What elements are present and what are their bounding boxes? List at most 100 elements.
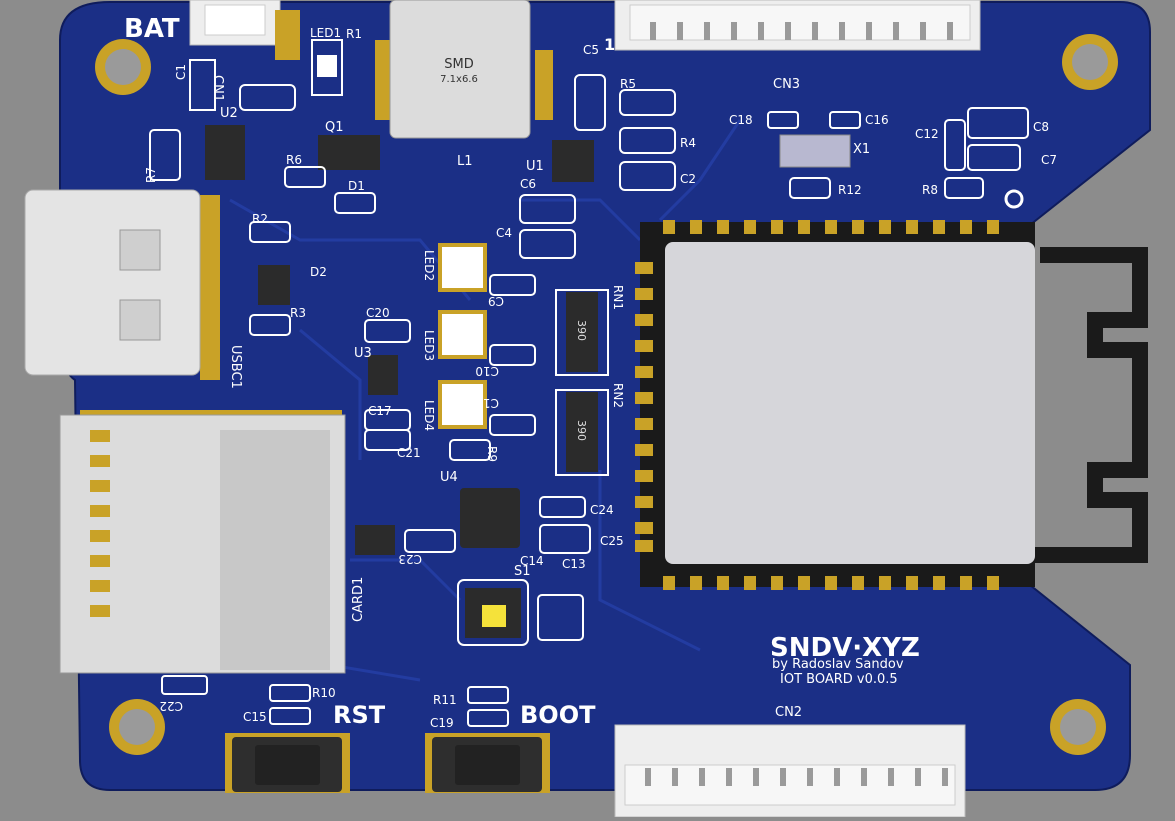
rst-label: RST [333, 701, 386, 729]
c6-label: C6 [520, 177, 536, 191]
c8-label: C8 [1033, 120, 1049, 134]
c16-label: C16 [865, 113, 889, 127]
r6-label: R6 [286, 153, 302, 167]
cn3-label: CN3 [773, 77, 800, 92]
connector-cn3 [614, 0, 981, 51]
chip-u2 [205, 125, 245, 180]
chip-u4 [460, 488, 520, 548]
led-led4 [438, 380, 487, 429]
r3-label: R3 [290, 306, 306, 320]
sd-card-slot [59, 410, 346, 674]
rn2-label: RN2 [611, 383, 625, 408]
rn1-value: 390 [575, 320, 588, 341]
switch-s1 [457, 579, 529, 646]
wifi-module [635, 220, 1148, 590]
designator-labels: C1 C2 C4 C5 C6 C7 C8 C9 C10 C11 C12 C13 … [144, 26, 1057, 730]
c21-label: C21 [397, 446, 421, 460]
led-led2 [438, 243, 487, 292]
l1-label: L1 [457, 154, 473, 169]
card1-label: CARD1 [351, 577, 366, 622]
c18-label: C18 [729, 113, 753, 127]
r5-label: R5 [620, 77, 636, 91]
r12-label: R12 [838, 183, 862, 197]
boot-label: BOOT [520, 701, 596, 729]
u2-label: U2 [220, 106, 238, 121]
c2-label: C2 [680, 172, 696, 186]
rn2-value: 390 [575, 420, 588, 441]
mounting-hole-bottom-left [109, 699, 165, 755]
c22-label: C22 [159, 699, 183, 713]
r10-label: R10 [312, 686, 336, 700]
inductor-size-text: 7.1x6.6 [440, 74, 478, 85]
chip-d2 [258, 265, 290, 305]
bat-label: BAT [124, 14, 180, 44]
resistor-network-rn2 [555, 389, 609, 476]
board-version: IOT BOARD v0.0.5 [780, 672, 898, 687]
c10-label: C10 [475, 364, 499, 378]
rst-button[interactable] [225, 733, 350, 793]
c9-label: C9 [488, 294, 504, 308]
led2-label: LED2 [422, 250, 436, 281]
resistor-network-rn1 [555, 289, 609, 376]
cn1-label: CN1 [210, 75, 225, 102]
c11-label: C11 [475, 396, 499, 410]
led-led3 [438, 310, 487, 359]
led4-label: LED4 [422, 400, 436, 431]
r4-label: R4 [680, 136, 696, 150]
u1-label: U1 [526, 159, 544, 174]
q1-label: Q1 [325, 120, 344, 135]
rn1-label: RN1 [611, 285, 625, 310]
pin1-marker: 1 [604, 35, 615, 54]
fiducial-mark [1004, 189, 1024, 209]
r9-label: R9 [485, 446, 499, 462]
inductor-body-text: SMD [444, 57, 473, 72]
crystal-x1 [779, 134, 851, 168]
passive-outlines [149, 59, 1029, 727]
chip-u1 [552, 140, 594, 182]
c14-label: C14 [520, 554, 544, 568]
r7-label: R7 [144, 167, 158, 183]
c20-label: C20 [366, 306, 390, 320]
chip-u3 [368, 355, 398, 395]
c24-label: C24 [590, 503, 614, 517]
brand-author: by Radoslav Sandov [772, 657, 904, 672]
x1-label: X1 [853, 142, 870, 157]
mounting-hole-top-right [1062, 34, 1118, 90]
chip-small [355, 525, 395, 555]
c23-label: C23 [398, 552, 422, 566]
c15-label: C15 [243, 710, 267, 724]
c13-label: C13 [562, 557, 586, 571]
c25-label: C25 [600, 534, 624, 548]
connector-cn2 [614, 724, 966, 818]
cn2-label: CN2 [775, 705, 802, 720]
s1-label: S1 [514, 564, 531, 579]
usb-c-connector [24, 189, 220, 380]
u3-label: U3 [354, 346, 372, 361]
battery-connector [189, 0, 300, 60]
c5-label: C5 [583, 43, 599, 57]
led-led1 [311, 39, 343, 96]
brand-title: SNDV·XYZ [770, 633, 920, 663]
r11-label: R11 [433, 693, 457, 707]
inductor-l1 [375, 0, 553, 139]
u4-label: U4 [440, 470, 458, 485]
led1-label: LED1 [310, 26, 341, 40]
c17-label: C17 [368, 404, 392, 418]
d2-label: D2 [310, 265, 327, 279]
c12-label: C12 [915, 127, 939, 141]
c4-label: C4 [496, 226, 512, 240]
c7-label: C7 [1041, 153, 1057, 167]
mounting-hole-top-left [95, 39, 151, 95]
mounting-hole-bottom-right [1050, 699, 1106, 755]
boot-button[interactable] [425, 733, 550, 793]
r1-label: R1 [346, 27, 362, 41]
usbc1-label: USBC1 [228, 345, 243, 389]
c19-label: C19 [430, 716, 454, 730]
d1-label: D1 [348, 179, 365, 193]
r2-label: R2 [252, 212, 268, 226]
led3-label: LED3 [422, 330, 436, 361]
c1-label: C1 [174, 64, 188, 80]
chip-q1 [318, 135, 380, 170]
r8-label: R8 [922, 183, 938, 197]
